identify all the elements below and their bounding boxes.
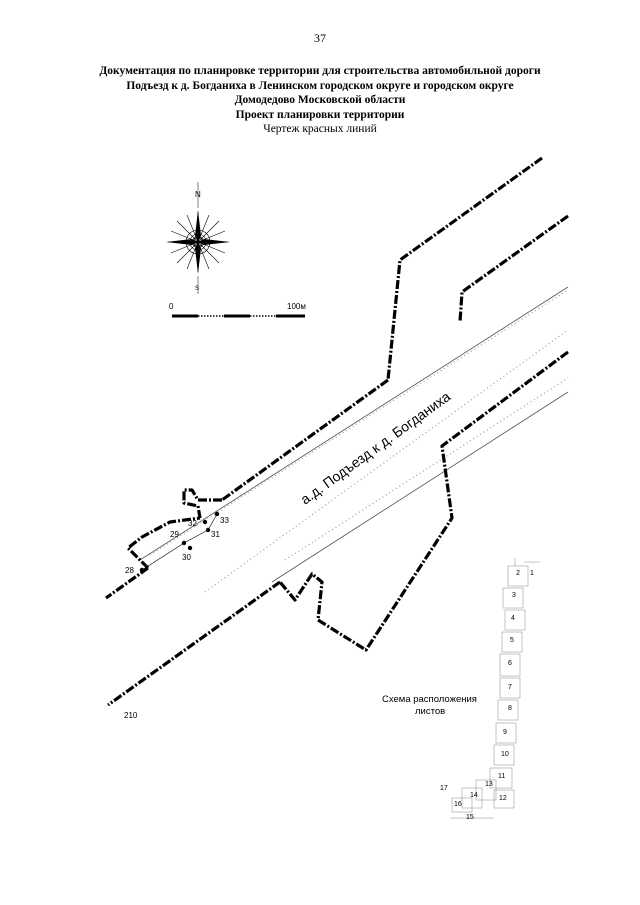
survey-points [139, 511, 220, 573]
sheet-label-5: 5 [510, 637, 514, 644]
sheet-scheme-title-2: листов [415, 706, 445, 717]
sheet-label-1: 1 [530, 570, 534, 577]
sheet-label-2: 2 [516, 570, 520, 577]
sheet-label-12: 12 [499, 795, 507, 802]
compass-north-label: N [195, 190, 201, 199]
sheet-label-16: 16 [454, 801, 462, 808]
point-31-label: 31 [211, 530, 220, 539]
sheet-label-6: 6 [508, 660, 512, 667]
road-name-label: а.д. Подъезд к д. Богданиха [297, 388, 453, 507]
road-centerline [139, 286, 569, 561]
sheet-label-14: 14 [470, 792, 478, 799]
page-number: 37 [314, 31, 326, 45]
sheet-label-13: 13 [485, 781, 493, 788]
sheet-label-17: 17 [440, 785, 448, 792]
document-header: Документация по планировке территории дл… [0, 64, 640, 137]
sheet-label-10: 10 [501, 751, 509, 758]
point-210-label: 210 [124, 711, 138, 720]
header-line-5: Чертеж красных линий [263, 123, 377, 135]
sheet-label-15: 15 [466, 814, 474, 821]
point-33-label: 33 [220, 516, 229, 525]
sheet-label-3: 3 [512, 592, 516, 599]
sheet-layout-scheme [450, 558, 540, 819]
sheet-label-11: 11 [498, 773, 505, 780]
header-line-4: Проект планировки территории [235, 108, 405, 121]
scale-bar-start: 0 [169, 302, 174, 311]
road-guide-lines [149, 289, 569, 593]
sheet-label-7: 7 [508, 684, 512, 691]
header-line-2: Подъезд к д. Богданиха в Ленинском город… [126, 79, 514, 92]
compass-south-label: S [195, 286, 199, 292]
sheet-label-9: 9 [503, 729, 507, 736]
point-29-label: 29 [170, 530, 179, 539]
header-line-3: Домодедово Московской области [234, 94, 406, 106]
scale-bar-end: 100м [287, 302, 306, 311]
point-28-label: 28 [125, 566, 134, 575]
red-lines [105, 156, 569, 707]
sheet-scheme-title-1: Схема расположения [382, 694, 477, 705]
sheet-label-8: 8 [508, 705, 512, 712]
compass-rose-icon [166, 182, 230, 294]
point-32 [202, 519, 208, 525]
point-30-label: 30 [182, 553, 191, 562]
header-line-1: Документация по планировке территории дл… [99, 65, 541, 77]
road-edge-line [271, 391, 569, 583]
point-30 [187, 545, 193, 551]
point-32-label: 32 [188, 519, 197, 528]
sheet-label-4: 4 [511, 615, 515, 622]
